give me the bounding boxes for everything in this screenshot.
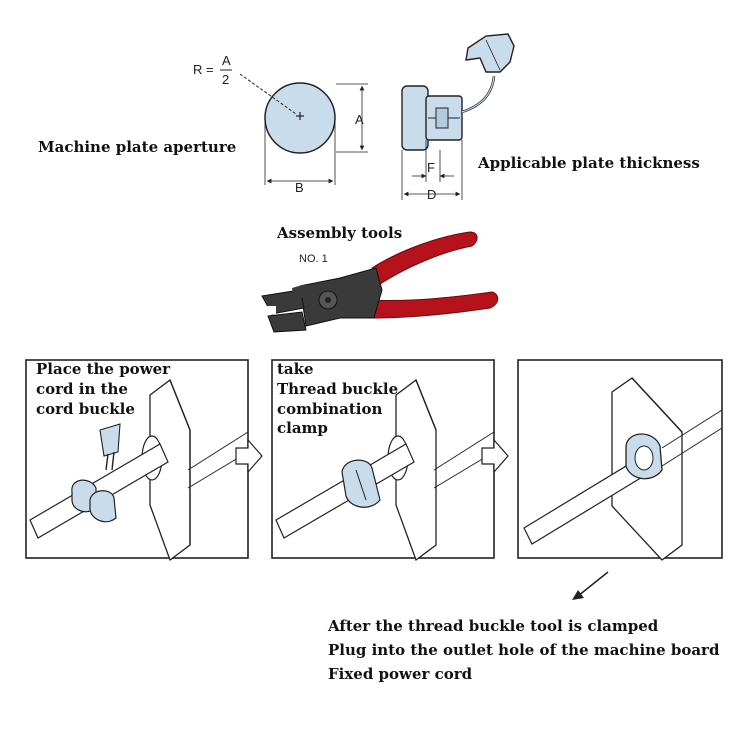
tool-number: NO. 1 (299, 253, 328, 265)
radius-prefix: R = (193, 62, 214, 77)
bushing-drawing (401, 33, 515, 200)
aperture-label: Machine plate aperture (38, 138, 237, 156)
step-2-text: take Thread buckle combination clamp (277, 360, 398, 439)
step-panel-3 (517, 359, 723, 561)
step-arrow-1 (235, 438, 263, 474)
step-panel-1 (25, 359, 249, 562)
step-panel-2 (271, 359, 495, 562)
step-1-line: cord in the (36, 379, 128, 398)
dim-d-label: D (427, 187, 436, 202)
thickness-label: Applicable plate thickness (478, 154, 700, 172)
step-1-line: cord buckle (36, 399, 135, 418)
aperture-drawing (239, 73, 368, 185)
note-line: Fixed power cord (328, 665, 473, 683)
note-text: After the thread buckle tool is clamped … (328, 614, 719, 686)
step-2-line: clamp (277, 419, 328, 438)
step-2-line: take (277, 360, 314, 378)
tools-label: Assembly tools (277, 224, 403, 242)
note-line: After the thread buckle tool is clamped (328, 617, 659, 635)
step-arrow-2 (481, 438, 509, 474)
radius-denominator: 2 (222, 72, 229, 87)
dim-b-label: B (295, 180, 304, 195)
step-1-line: Place the power (36, 360, 171, 378)
step-2-line: Thread buckle (277, 379, 399, 398)
dim-f-label: F (427, 160, 435, 175)
radius-numerator: A (222, 53, 231, 68)
pliers-icon (261, 231, 499, 333)
dim-a-label: A (355, 112, 364, 127)
note-arrow (572, 571, 609, 600)
step-1-text: Place the power cord in the cord buckle (36, 360, 170, 419)
step-2-line: combination (277, 399, 383, 418)
radius-leader (239, 73, 297, 115)
note-line: Plug into the outlet hole of the machine… (328, 641, 720, 659)
